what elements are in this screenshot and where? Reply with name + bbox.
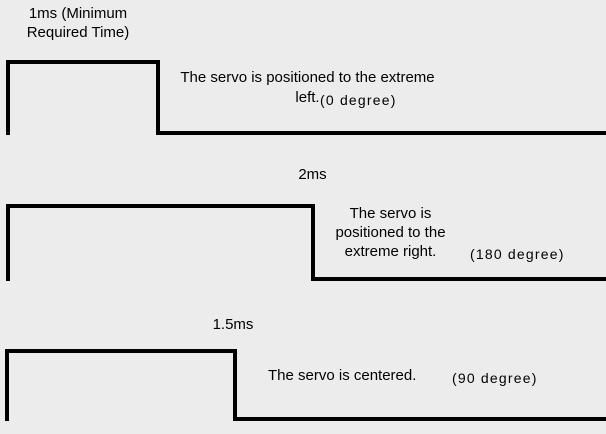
pulse1-low-level	[156, 131, 606, 135]
pulse2-high-level	[6, 204, 315, 208]
pulse1-caption: The servo is positioned to the extreme l…	[180, 69, 435, 106]
pulse3-width-label: 1.5ms	[212, 316, 254, 333]
pulse3-high-level	[5, 349, 237, 353]
pulse3-caption: The servo is centered.	[268, 367, 417, 384]
pulse3-degree-note: (90 degree)	[452, 370, 538, 386]
pulse2-rise-edge	[6, 204, 10, 281]
pulse1-fall-edge	[156, 60, 160, 135]
pulse3-rise-edge	[5, 349, 9, 421]
pulse2-width-label: 2ms	[298, 166, 327, 183]
pulse1-high-level	[6, 60, 160, 64]
pulse3-fall-edge	[233, 349, 237, 421]
pulse2-fall-edge	[311, 204, 315, 281]
pulse1-degree-note: (0 degree)	[320, 92, 397, 108]
pulse1-rise-edge	[6, 60, 10, 135]
pulse3-low-level	[233, 417, 606, 421]
pulse2-caption: The servo is positioned to the extreme r…	[335, 205, 446, 260]
pulse2-degree-note: (180 degree)	[470, 246, 565, 262]
pulse2-low-level	[311, 277, 606, 281]
pulse1-width-label: 1ms (Minimum Required Time)	[26, 5, 130, 41]
